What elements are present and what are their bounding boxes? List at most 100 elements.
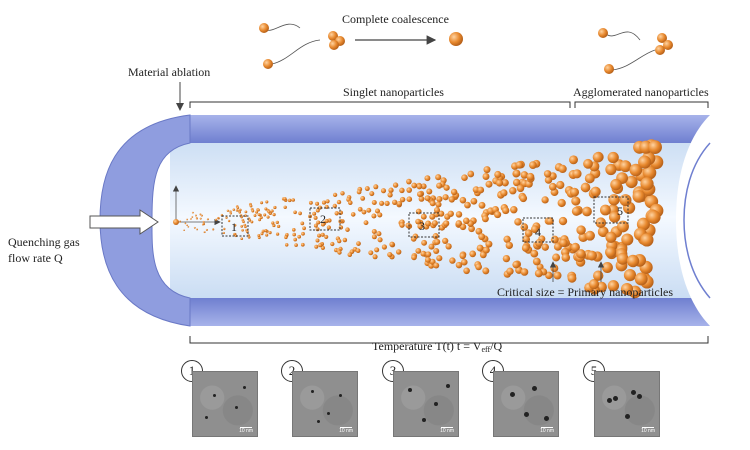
nanoparticle bbox=[558, 216, 568, 226]
nanoparticle bbox=[623, 268, 637, 282]
nanoparticle bbox=[424, 256, 431, 263]
nanoparticle bbox=[559, 238, 568, 248]
nanoparticle bbox=[264, 207, 268, 211]
nanoparticle bbox=[592, 152, 604, 163]
nanoparticle bbox=[620, 282, 634, 296]
nanoparticle bbox=[634, 272, 648, 286]
nanoparticle bbox=[236, 206, 240, 210]
nanoparticle bbox=[585, 230, 595, 241]
nanoparticle bbox=[405, 222, 412, 229]
nanoparticle bbox=[506, 267, 514, 275]
nanoparticle bbox=[338, 225, 344, 230]
nanoparticle bbox=[272, 223, 276, 228]
nanoparticle bbox=[648, 140, 662, 154]
nanoparticle bbox=[241, 228, 244, 232]
nanoparticle bbox=[494, 170, 502, 179]
nanoparticle bbox=[291, 198, 295, 202]
nanoparticle bbox=[434, 238, 441, 245]
nanoparticle bbox=[249, 204, 253, 208]
nanoparticle bbox=[429, 200, 436, 207]
nanoparticle bbox=[420, 183, 427, 190]
nanoparticle bbox=[469, 250, 477, 258]
nanoparticle bbox=[463, 267, 470, 275]
nanoparticle bbox=[392, 199, 398, 205]
nanoparticle bbox=[275, 232, 280, 236]
nanoparticle bbox=[572, 169, 582, 179]
nanoparticle bbox=[640, 233, 654, 247]
nanoparticle bbox=[576, 249, 586, 259]
nanoparticle bbox=[275, 220, 279, 225]
nanoparticle bbox=[411, 254, 417, 261]
nanoparticle bbox=[436, 182, 443, 189]
nanoparticle bbox=[495, 179, 504, 187]
tube-bottom-wall bbox=[190, 298, 710, 326]
nanoparticle bbox=[514, 218, 522, 226]
nanoparticle bbox=[320, 245, 325, 250]
nanoparticle bbox=[294, 243, 298, 247]
nanoparticle bbox=[384, 200, 390, 207]
nanoparticle bbox=[580, 182, 591, 193]
nanoparticle bbox=[356, 189, 362, 195]
nanoparticle bbox=[389, 241, 395, 247]
singlet-label: Singlet nanoparticles bbox=[343, 85, 444, 99]
nanoparticle bbox=[509, 186, 517, 195]
nanoparticle bbox=[292, 228, 296, 232]
nanoparticle bbox=[541, 243, 549, 251]
nanoparticle bbox=[212, 228, 215, 231]
nanoparticle bbox=[260, 232, 264, 236]
nanoparticle bbox=[558, 164, 567, 174]
tube-diagram: 1 2 3 4 5 Complete coalescence Material … bbox=[8, 12, 730, 354]
nanoparticle bbox=[505, 241, 513, 250]
nanoparticle bbox=[502, 206, 510, 215]
nanoparticle bbox=[415, 208, 422, 215]
nanoparticle bbox=[619, 160, 632, 173]
nanoparticle bbox=[320, 232, 325, 237]
nanoparticle bbox=[621, 233, 634, 246]
nanoparticle bbox=[284, 243, 289, 247]
nanoparticle bbox=[607, 151, 619, 164]
nanoparticle bbox=[524, 229, 533, 238]
tem-image-4: 10 nm bbox=[493, 371, 559, 437]
nanoparticle bbox=[238, 208, 242, 212]
nanoparticle bbox=[217, 216, 220, 220]
material-ablation-label: Material ablation bbox=[128, 65, 210, 79]
nanoparticle bbox=[510, 205, 518, 214]
nanoparticle bbox=[420, 213, 427, 220]
nanoparticle bbox=[570, 242, 580, 252]
nanoparticle bbox=[253, 214, 257, 217]
nanoparticle bbox=[369, 191, 375, 197]
nanoparticle bbox=[485, 240, 493, 248]
nanoparticle bbox=[482, 267, 490, 275]
nanoparticle bbox=[569, 187, 580, 197]
zone-box-3 bbox=[408, 212, 440, 238]
nanoparticle bbox=[315, 201, 320, 206]
nanoparticle bbox=[605, 246, 617, 258]
nanoparticle bbox=[522, 235, 531, 244]
nanoparticle bbox=[447, 210, 454, 217]
nanoparticle bbox=[338, 210, 344, 215]
nanoparticle bbox=[315, 227, 320, 232]
nanoparticle bbox=[199, 213, 202, 216]
nanoparticle bbox=[530, 249, 539, 258]
nanoparticle bbox=[478, 233, 486, 241]
nanoparticle bbox=[191, 211, 194, 214]
quenching-gas-label: Quenching gas bbox=[8, 235, 80, 249]
nanoparticle bbox=[268, 231, 272, 235]
nanoparticle bbox=[324, 218, 329, 224]
nanoparticle bbox=[450, 188, 458, 196]
nanoparticle bbox=[250, 220, 254, 224]
nanoparticle bbox=[261, 229, 265, 233]
nanoparticle bbox=[360, 196, 366, 201]
nanoparticle bbox=[424, 175, 431, 182]
nanoparticle bbox=[256, 208, 260, 212]
nanoparticle bbox=[535, 239, 543, 247]
nanoparticle bbox=[632, 190, 646, 203]
nanoparticle bbox=[442, 237, 449, 245]
nanoparticle bbox=[201, 223, 204, 226]
nanoparticle bbox=[203, 231, 206, 234]
nanoparticle bbox=[308, 200, 313, 205]
tem-image-3: 10 nm bbox=[393, 371, 459, 437]
nanoparticle bbox=[429, 258, 436, 265]
nanoparticle bbox=[257, 213, 261, 217]
nanoparticle bbox=[371, 213, 377, 219]
